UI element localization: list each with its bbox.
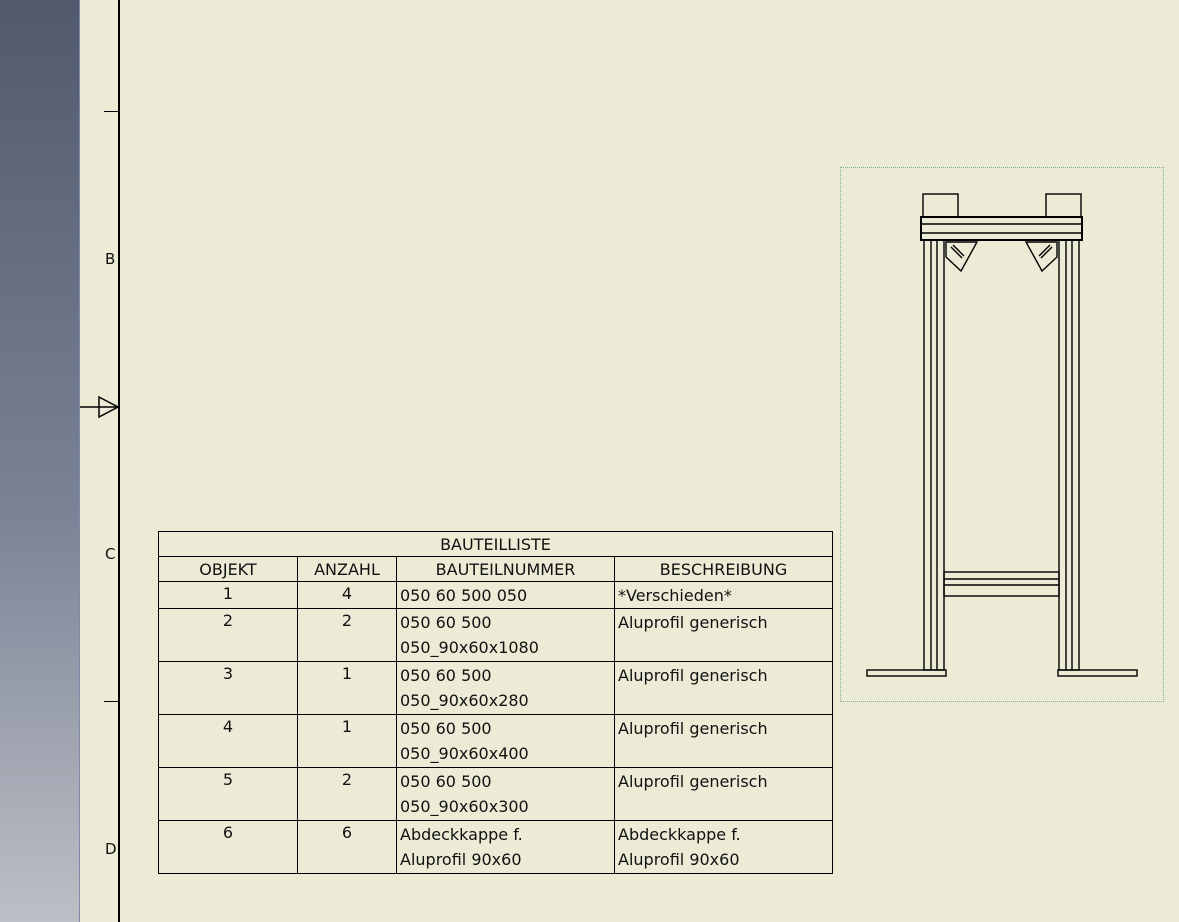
- cell-objekt: 3: [158, 661, 298, 715]
- cross-beam: [943, 571, 1060, 597]
- cell-line: Aluprofil 90x60: [400, 850, 522, 869]
- cell-objekt: 5: [158, 767, 298, 821]
- cell-bauteilnummer: Abdeckkappe f. Aluprofil 90x60: [396, 820, 615, 874]
- parts-list-title: BAUTEILLISTE: [158, 531, 833, 557]
- cell-line: 050 60 500 050: [400, 586, 528, 605]
- cell-line: 050_90x60x300: [400, 797, 529, 816]
- cell-objekt: 4: [158, 714, 298, 768]
- cell-beschreibung: Aluprofil generisch: [614, 767, 833, 821]
- cell-anzahl: 1: [297, 661, 397, 715]
- cell-anzahl: 1: [297, 714, 397, 768]
- cell-line: Aluprofil generisch: [618, 772, 768, 791]
- cell-line: 050 60 500: [400, 613, 492, 632]
- zone-letter-d: D: [105, 840, 117, 858]
- column-header-objekt: OBJEKT: [158, 556, 298, 582]
- cell-line: Aluprofil generisch: [618, 613, 768, 632]
- cell-line: *Verschieden*: [618, 586, 732, 605]
- cell-line: Aluprofil generisch: [618, 719, 768, 738]
- cell-line: 050 60 500: [400, 772, 492, 791]
- cell-objekt: 1: [158, 581, 298, 609]
- frame-front-view[interactable]: [840, 167, 1163, 701]
- cell-bauteilnummer: 050 60 500 050_90x60x280: [396, 661, 615, 715]
- cell-line: 050 60 500: [400, 719, 492, 738]
- cell-bauteilnummer: 050 60 500 050_90x60x400: [396, 714, 615, 768]
- end-cap-right: [1045, 193, 1082, 218]
- left-panel: [0, 0, 80, 922]
- zone-tick: [104, 701, 118, 702]
- table-row[interactable]: 6 6 Abdeckkappe f. Aluprofil 90x60 Abdeck…: [158, 820, 833, 874]
- cell-bauteilnummer: 050 60 500 050: [396, 581, 615, 609]
- cell-line: Aluprofil 90x60: [618, 850, 740, 869]
- cell-bauteilnummer: 050 60 500 050_90x60x300: [396, 767, 615, 821]
- cell-anzahl: 4: [297, 581, 397, 609]
- cell-anzahl: 2: [297, 767, 397, 821]
- cell-anzahl: 2: [297, 608, 397, 662]
- cell-line: Abdeckkappe f.: [618, 825, 741, 844]
- drawing-view-frame[interactable]: [840, 167, 1164, 702]
- cell-beschreibung: Abdeckkappe f. Aluprofil 90x60: [614, 820, 833, 874]
- cell-anzahl: 6: [297, 820, 397, 874]
- table-row[interactable]: 1 4 050 60 500 050 *Verschieden*: [158, 581, 833, 609]
- cell-line: 050_90x60x1080: [400, 638, 539, 657]
- sheet-border-line: [118, 0, 120, 922]
- zone-letter-c: C: [105, 545, 116, 563]
- zone-tick: [104, 111, 118, 112]
- table-row[interactable]: 2 2 050 60 500 050_90x60x1080 Aluprofil g…: [158, 608, 833, 662]
- left-post: [923, 239, 945, 671]
- cell-objekt: 2: [158, 608, 298, 662]
- cell-line: 050 60 500: [400, 666, 492, 685]
- top-beam: [920, 216, 1083, 241]
- end-cap-left: [922, 193, 959, 218]
- cell-beschreibung: Aluprofil generisch: [614, 714, 833, 768]
- gusset-left: [945, 241, 979, 273]
- cell-bauteilnummer: 050 60 500 050_90x60x1080: [396, 608, 615, 662]
- column-header-beschreibung: BESCHREIBUNG: [614, 556, 833, 582]
- cell-line: Abdeckkappe f.: [400, 825, 523, 844]
- cell-line: 050_90x60x400: [400, 744, 529, 763]
- cell-line: Aluprofil generisch: [618, 666, 768, 685]
- gusset-right: [1024, 241, 1058, 273]
- parts-list-table[interactable]: BAUTEILLISTE OBJEKT ANZAHL BAUTEILNUMMER…: [158, 531, 833, 874]
- column-header-bauteilnummer: BAUTEILNUMMER: [396, 556, 615, 582]
- cell-objekt: 6: [158, 820, 298, 874]
- right-post: [1058, 239, 1080, 671]
- cell-beschreibung: *Verschieden*: [614, 581, 833, 609]
- cell-beschreibung: Aluprofil generisch: [614, 661, 833, 715]
- table-row[interactable]: 4 1 050 60 500 050_90x60x400 Aluprofil ge…: [158, 714, 833, 768]
- cell-beschreibung: Aluprofil generisch: [614, 608, 833, 662]
- foot-left: [866, 669, 947, 677]
- cell-line: 050_90x60x280: [400, 691, 529, 710]
- centering-arrow-icon: [80, 395, 120, 419]
- zone-letter-b: B: [105, 250, 116, 268]
- foot-right: [1057, 669, 1138, 677]
- column-header-anzahl: ANZAHL: [297, 556, 397, 582]
- table-row[interactable]: 3 1 050 60 500 050_90x60x280 Aluprofil ge…: [158, 661, 833, 715]
- table-row[interactable]: 5 2 050 60 500 050_90x60x300 Aluprofil ge…: [158, 767, 833, 821]
